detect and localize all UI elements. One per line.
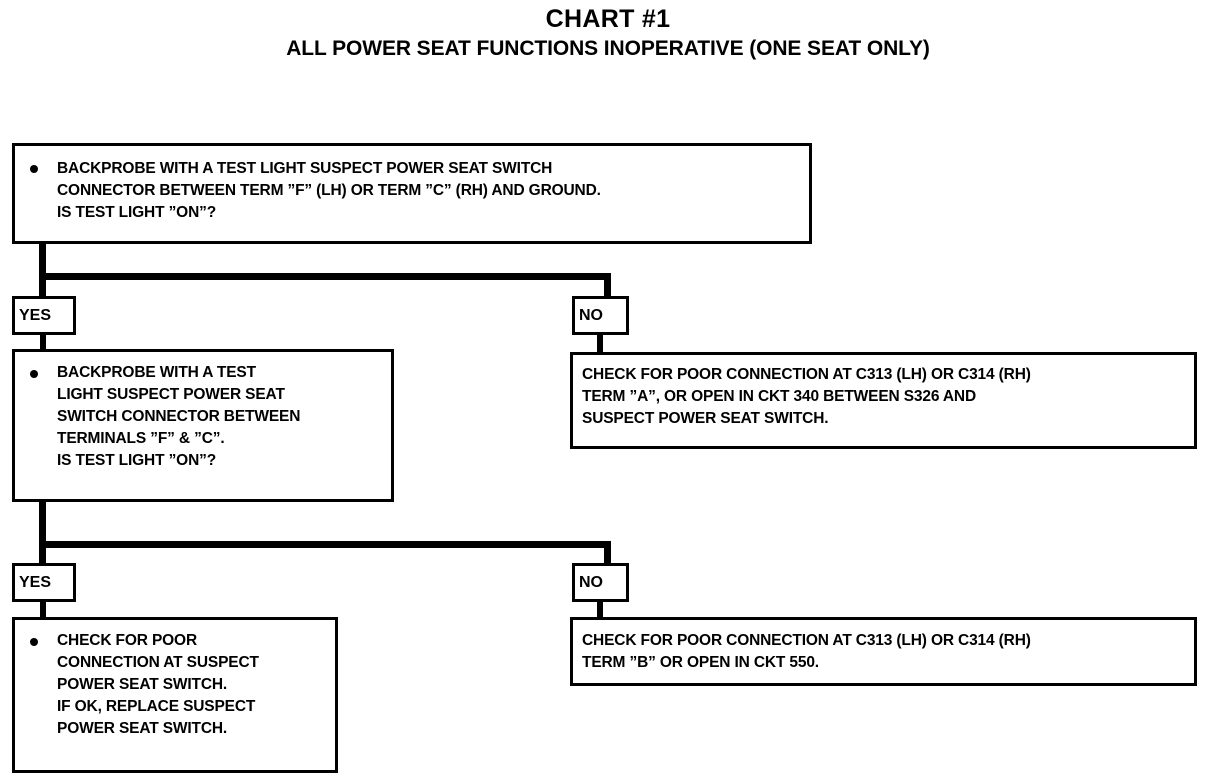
bullet-step2-yes-result (30, 638, 38, 646)
node-step2-no-result-text: CHECK FOR POOR CONNECTION AT C313 (LH) O… (582, 632, 1031, 671)
connector-row2-no-drop (604, 541, 611, 565)
branch-tag-row1-yes-label: YES (19, 306, 52, 324)
connector-step1-stem (39, 241, 46, 297)
branch-tag-row1-no-label: NO (579, 306, 603, 324)
node-step1-no-result-text: CHECK FOR POOR CONNECTION AT C313 (LH) O… (582, 366, 1031, 427)
chart-title: CHART #1 (545, 5, 671, 33)
connector-step2-stem (39, 500, 46, 564)
node-step1 (12, 143, 812, 244)
node-step2-yes-result (12, 617, 338, 773)
node-step2-text: BACKPROBE WITH A TEST LIGHT SUSPECT POWE… (57, 364, 301, 469)
connector-row2-branch-bar (39, 541, 611, 548)
chart-subtitle: ALL POWER SEAT FUNCTIONS INOPERATIVE (ON… (286, 37, 930, 60)
branch-tag-row2-yes[interactable]: YES (12, 563, 76, 602)
connector-row1-no-drop (604, 273, 611, 297)
node-step2-no-result (570, 617, 1197, 686)
connector-row1-branch-bar (39, 273, 611, 280)
branch-tag-row1-no[interactable]: NO (572, 296, 629, 335)
connector-row2-no-stem (597, 600, 603, 618)
connector-row2-yes-stem (40, 600, 46, 618)
node-step1-text: BACKPROBE WITH A TEST LIGHT SUSPECT POWE… (57, 160, 601, 221)
node-step1-no-result (570, 352, 1197, 449)
connector-row1-no-stem (597, 333, 603, 353)
node-step2-yes-result-text: CHECK FOR POOR CONNECTION AT SUSPECT POW… (57, 632, 259, 737)
branch-tag-row1-yes[interactable]: YES (12, 296, 76, 335)
bullet-step2 (30, 370, 38, 378)
connector-row1-yes-stem (40, 333, 46, 351)
bullet-step1 (30, 165, 38, 173)
branch-tag-row2-no[interactable]: NO (572, 563, 629, 602)
branch-tag-row2-no-label: NO (579, 573, 603, 591)
node-step2 (12, 349, 394, 502)
branch-tag-row2-yes-label: YES (19, 573, 52, 591)
